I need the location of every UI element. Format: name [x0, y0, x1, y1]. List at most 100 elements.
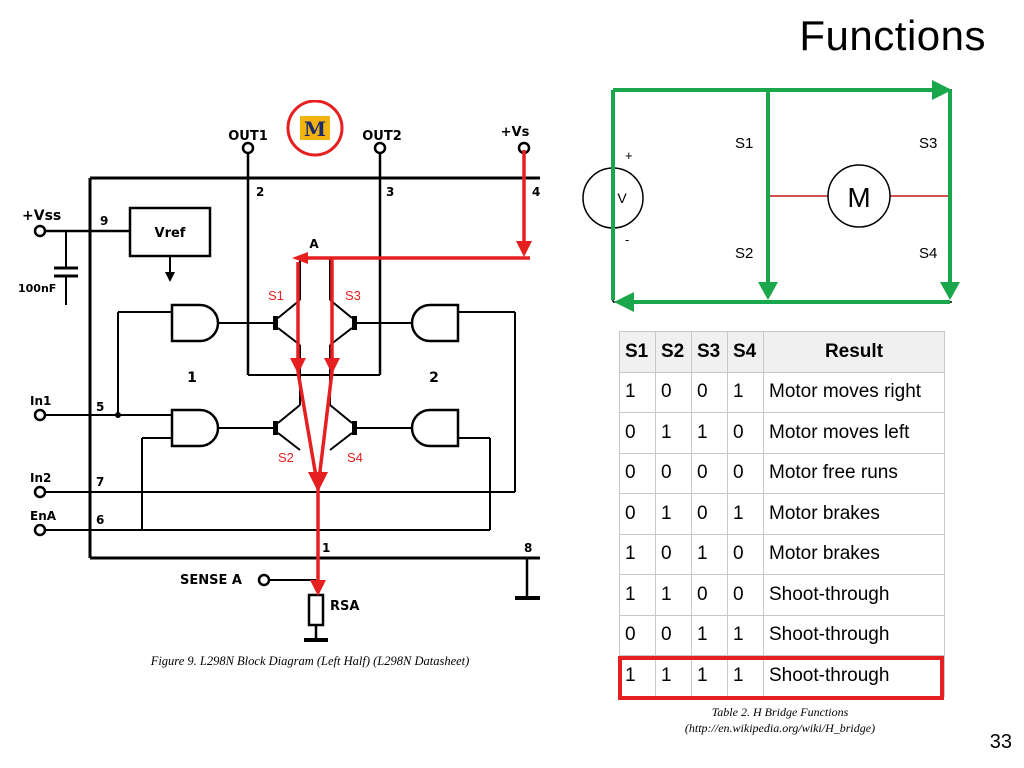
table-cell: 1 [727, 493, 764, 535]
shoot-through-highlight-box [618, 656, 944, 700]
svg-text:+: + [625, 148, 633, 163]
table-caption-title: Table 2. H Bridge Functions [711, 705, 849, 719]
table-cell: 0 [727, 533, 764, 575]
table-row: 0 1 1 0 Motor moves left [619, 412, 945, 454]
table-cell: 1 [727, 614, 764, 656]
table-row: 0 1 0 1 Motor brakes [619, 493, 945, 535]
table-cell: 0 [691, 452, 728, 494]
svg-text:7: 7 [96, 475, 104, 489]
header-cell: S2 [655, 331, 692, 373]
table-cell: Motor brakes [763, 533, 945, 575]
svg-text:1: 1 [322, 541, 330, 555]
out1-label: OUT1 [228, 129, 268, 144]
table-cell: 0 [691, 574, 728, 616]
table-cell: 1 [619, 533, 656, 575]
table-cell: 0 [619, 412, 656, 454]
l298n-block-diagram: M OUT1 2 OUT2 3 +Vs 4 A +Vss 9 Vref 100n… [18, 100, 540, 642]
svg-text:8: 8 [524, 541, 532, 555]
sense-label: SENSE A [180, 573, 242, 588]
michigan-logo-icon: M [286, 100, 344, 157]
table-cell: Motor moves right [763, 371, 945, 413]
table-cell: 1 [655, 574, 692, 616]
table-cell: 0 [655, 614, 692, 656]
table-cell: Motor brakes [763, 493, 945, 535]
header-cell: S1 [619, 331, 656, 373]
table-cell: 0 [655, 452, 692, 494]
voltage-source-label: V [617, 190, 627, 206]
svg-text:5: 5 [96, 400, 104, 414]
svg-text:2: 2 [429, 370, 439, 386]
svg-text:6: 6 [96, 513, 104, 527]
hb-s1-label: S1 [735, 135, 753, 152]
table-cell: 0 [619, 452, 656, 494]
rsa-label: RSA [330, 599, 359, 614]
red-current-path [296, 150, 530, 592]
svg-text:2: 2 [256, 185, 264, 199]
table-cell: Motor moves left [763, 412, 945, 454]
table-cell: Motor free runs [763, 452, 945, 494]
table-row: 0 0 1 1 Shoot-through [619, 614, 945, 656]
svg-text:3: 3 [386, 185, 394, 199]
in1-label: In1 [30, 394, 51, 408]
table-cell: 1 [655, 493, 692, 535]
table-cell: Shoot-through [763, 655, 945, 697]
table-cell: 1 [691, 614, 728, 656]
table-row: 1 0 1 0 Motor brakes [619, 533, 945, 575]
svg-text:9: 9 [100, 214, 108, 228]
table-cell: 1 [691, 412, 728, 454]
schem-s2-label: S2 [278, 450, 294, 465]
h-bridge-diagram: V + - M S1 S2 S3 S4 [582, 80, 960, 312]
header-cell: S4 [727, 331, 764, 373]
ena-label: EnA [30, 509, 57, 523]
table-cell: 0 [691, 371, 728, 413]
table-cell: 1 [727, 655, 764, 697]
figure-caption: Figure 9. L298N Block Diagram (Left Half… [150, 654, 470, 668]
table-caption: Table 2. H Bridge Functions (http://en.w… [610, 704, 950, 736]
table-cell: 0 [619, 614, 656, 656]
table-cell: 1 [691, 655, 728, 697]
table-cell: Shoot-through [763, 574, 945, 616]
slide-title: Functions [799, 12, 986, 59]
header-cell: S3 [691, 331, 728, 373]
cap-label: 100nF [18, 282, 56, 295]
motor-label: M [847, 182, 870, 213]
table-cell: 1 [655, 412, 692, 454]
table-cell: 0 [727, 452, 764, 494]
table-cell: Shoot-through [763, 614, 945, 656]
header-cell: Result [763, 331, 945, 373]
table-cell: 0 [727, 574, 764, 616]
page-number: 33 [989, 731, 1012, 753]
hb-s3-label: S3 [919, 135, 937, 152]
table-header-row: S1 S2 S3 S4 Result [619, 331, 945, 373]
table-cell: 0 [655, 371, 692, 413]
table-row: 1 1 0 0 Shoot-through [619, 574, 945, 616]
svg-text:-: - [625, 232, 629, 247]
table-cell: 1 [727, 371, 764, 413]
svg-text:1: 1 [187, 370, 197, 386]
hb-s4-label: S4 [919, 245, 937, 262]
schem-s3-label: S3 [345, 288, 361, 303]
table-cell: 1 [619, 371, 656, 413]
vss-label: +Vss [22, 208, 61, 224]
schem-s4-label: S4 [347, 450, 363, 465]
table-row: 1 0 0 1 Motor moves right [619, 371, 945, 413]
hb-s2-label: S2 [735, 245, 753, 262]
table-caption-source: (http://en.wikipedia.org/wiki/H_bridge) [684, 721, 876, 735]
table-cell: 0 [655, 533, 692, 575]
table-row: 0 0 0 0 Motor free runs [619, 452, 945, 494]
out2-label: OUT2 [362, 129, 402, 144]
table-cell: 0 [727, 412, 764, 454]
svg-text:M: M [304, 117, 326, 141]
schem-s1-label: S1 [268, 288, 284, 303]
svg-text:4: 4 [532, 185, 540, 199]
h-bridge-truth-table: S1 S2 S3 S4 Result 1 0 0 1 Motor moves r… [619, 331, 945, 697]
table-cell: 0 [691, 493, 728, 535]
vs-label: +Vs [501, 125, 530, 140]
table-cell: 0 [619, 493, 656, 535]
vref-label: Vref [155, 226, 186, 241]
green-current-path [611, 88, 952, 304]
table-cell: 1 [619, 574, 656, 616]
table-cell: 1 [619, 655, 656, 697]
table-row: 1 1 1 1 Shoot-through [619, 655, 945, 697]
svg-text:A: A [309, 237, 319, 251]
